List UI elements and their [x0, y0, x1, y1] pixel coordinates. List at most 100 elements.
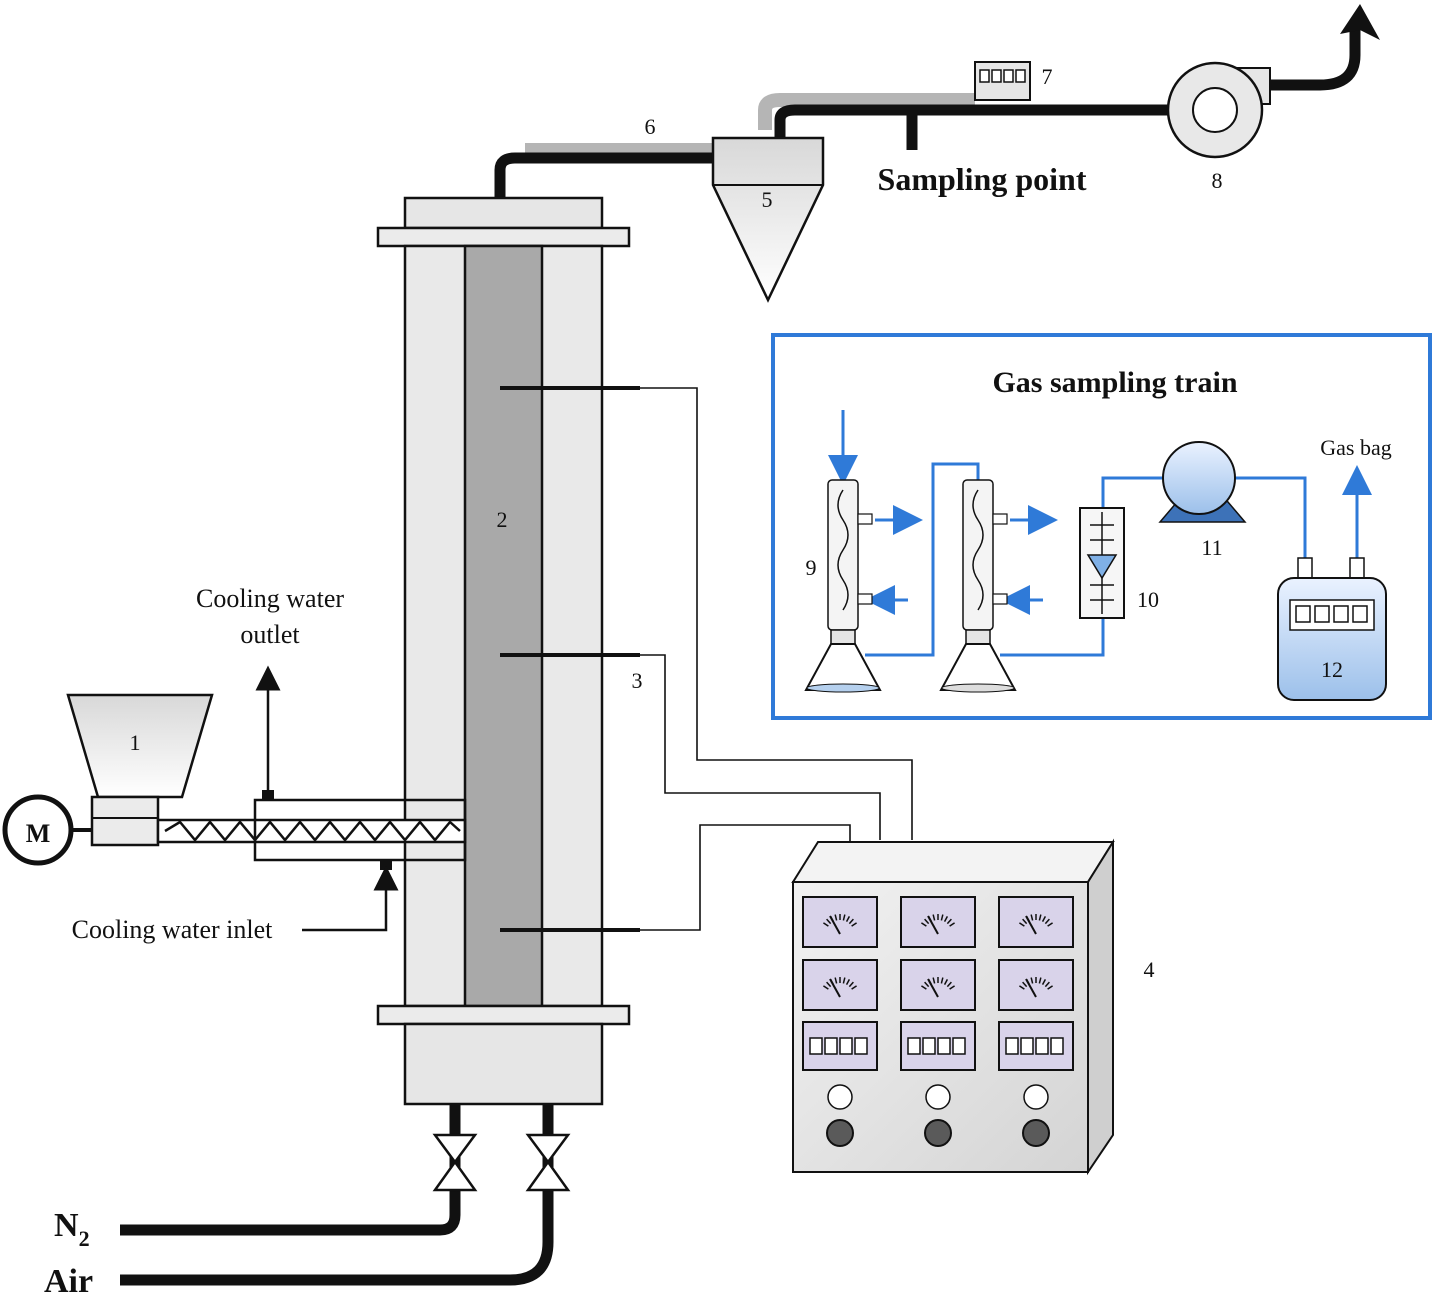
label-rotameter: 10	[1137, 587, 1159, 612]
gauge-tick	[920, 922, 927, 927]
analog-gauge	[900, 896, 976, 948]
gauge-tick	[1022, 981, 1028, 988]
display-digit	[824, 1037, 838, 1055]
cooling-water-outlet-caption-line2: outlet	[240, 620, 300, 649]
display-digit	[922, 1037, 936, 1055]
label-pipe: 6	[645, 114, 656, 139]
display-digit	[952, 1037, 966, 1055]
display-digit	[1005, 1037, 1019, 1055]
gauge-tick	[1044, 981, 1050, 988]
motor-label: M	[26, 819, 51, 848]
condenser-1	[804, 479, 882, 693]
gauge-tick	[924, 918, 930, 925]
label-fan: 8	[1212, 168, 1223, 193]
display-digit	[907, 1037, 921, 1055]
gauge-tick	[1018, 985, 1025, 990]
gas-sampling-train-title: Gas sampling train	[992, 366, 1237, 399]
gauge-tick	[932, 914, 936, 921]
gauge-needle	[927, 978, 939, 998]
display-digit	[839, 1037, 853, 1055]
gauge-tick	[949, 922, 956, 927]
analog-gauge	[998, 896, 1074, 948]
gas-inlet-lines	[120, 1104, 554, 1286]
gas-flow-meter	[1277, 557, 1387, 701]
display-digit	[1050, 1037, 1064, 1055]
label-flow-meter: 7	[1042, 64, 1053, 89]
gauge-tick	[1030, 977, 1034, 984]
air-inlet-label: Air	[44, 1263, 93, 1300]
gauge-tick	[1022, 918, 1028, 925]
cyclone-separator	[711, 136, 825, 303]
gauge-tick	[848, 981, 854, 988]
gauge-tick	[946, 981, 952, 988]
cooling-water-inlet-caption: Cooling water inlet	[72, 915, 274, 944]
gauge-tick	[940, 977, 944, 984]
analog-gauge	[900, 959, 976, 1011]
outlet-pipeline	[494, 4, 1380, 198]
label-condenser: 9	[806, 555, 817, 580]
label-thermocouple: 3	[632, 668, 643, 693]
gauge-tick	[851, 922, 858, 927]
gauge-tick	[1030, 914, 1034, 921]
n2-inlet-label: N2	[54, 1207, 90, 1251]
cabinet-modules	[802, 896, 1074, 1147]
gauge-tick	[848, 918, 854, 925]
gauge-tick	[822, 922, 829, 927]
gauge-tick	[834, 914, 838, 921]
gauge-tick	[1044, 918, 1050, 925]
gauge-tick	[943, 978, 949, 985]
gauge-tick	[842, 914, 846, 921]
gauge-needle	[829, 978, 841, 998]
reactor-column	[376, 196, 631, 1106]
display-digit	[937, 1037, 951, 1055]
gauge-tick	[940, 914, 944, 921]
gauge-tick	[842, 977, 846, 984]
indicator-light	[925, 1084, 951, 1110]
gauge-tick	[1047, 985, 1054, 990]
gauge-tick	[943, 915, 949, 922]
analog-gauge	[998, 959, 1074, 1011]
gauge-tick	[834, 977, 838, 984]
gas-bag-caption: Gas bag	[1320, 435, 1391, 460]
label-reactor: 2	[497, 507, 508, 532]
control-knob	[924, 1119, 952, 1147]
air-valve	[525, 1133, 571, 1192]
label-gas-meter: 12	[1321, 657, 1343, 682]
gauge-tick	[822, 985, 829, 990]
sampling-point-caption: Sampling point	[878, 161, 1087, 197]
analog-gauge	[802, 959, 878, 1011]
indicator-light	[827, 1084, 853, 1110]
gauge-tick	[1047, 922, 1054, 927]
gauge-tick	[826, 918, 832, 925]
display-digit	[854, 1037, 868, 1055]
thermocouples	[500, 386, 913, 932]
condenser-2	[939, 479, 1017, 693]
diagram-labels: M 1 2 3 4 5 6 7 8 9 10 11 12 Sampling po…	[26, 64, 1392, 1300]
rotameter	[1079, 507, 1125, 619]
analog-gauge	[802, 896, 878, 948]
label-cyclone: 5	[762, 187, 773, 212]
gauge-tick	[1038, 977, 1042, 984]
label-hopper: 1	[130, 730, 141, 755]
display-digit	[809, 1037, 823, 1055]
gauge-tick	[826, 981, 832, 988]
label-pump: 11	[1201, 535, 1222, 560]
control-knob	[826, 1119, 854, 1147]
display-digit	[1035, 1037, 1049, 1055]
gauge-tick	[932, 977, 936, 984]
control-knob	[1022, 1119, 1050, 1147]
gauge-tick	[845, 978, 851, 985]
screw-feeder	[2, 665, 467, 932]
gauge-tick	[1038, 914, 1042, 921]
gauge-tick	[1041, 978, 1047, 985]
gauge-tick	[845, 915, 851, 922]
gauge-needle	[1025, 978, 1037, 998]
gauge-needle	[829, 915, 841, 935]
sampling-pump	[1158, 441, 1247, 523]
gauge-tick	[1018, 922, 1025, 927]
gauge-tick	[924, 981, 930, 988]
gauge-tick	[946, 918, 952, 925]
label-control-cabinet: 4	[1144, 957, 1155, 982]
gauge-tick	[949, 985, 956, 990]
